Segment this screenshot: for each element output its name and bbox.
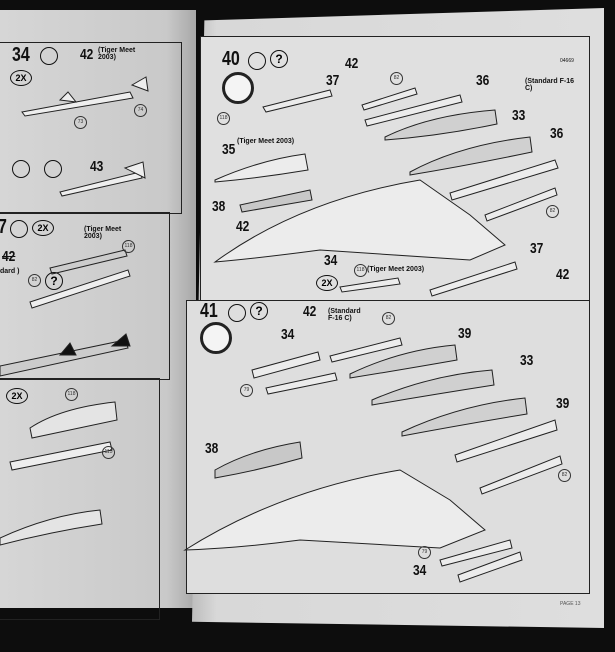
callout: 34 <box>324 252 338 269</box>
help-icon: ? <box>250 302 268 320</box>
help-icon: ? <box>45 272 63 290</box>
part-number: 74 <box>134 104 147 117</box>
part-number: 82 <box>546 205 559 218</box>
callout: 35 <box>222 141 236 158</box>
callout: 39 <box>458 325 472 342</box>
part-number: 82 <box>28 274 41 287</box>
part-number: 79 <box>418 546 431 559</box>
callout: 38 <box>205 440 219 457</box>
glue-icon <box>10 220 28 238</box>
callout: 33 <box>512 107 526 124</box>
glue-icon <box>248 52 266 70</box>
part-number: 118 <box>65 388 78 401</box>
multiplier-badge: 2X <box>316 275 338 291</box>
arrow-target: 42 <box>303 303 317 320</box>
part-number: 79 <box>240 384 253 397</box>
standard-note: (Standard F-16 C) <box>525 78 575 92</box>
help-icon: ? <box>270 50 288 68</box>
part-number: 82 <box>382 312 395 325</box>
step-34-panel <box>0 42 182 214</box>
part-number: 118 <box>354 264 367 277</box>
decal-icon <box>12 160 30 178</box>
step-number: 7 <box>0 216 7 239</box>
drying-time-clock-icon <box>222 72 254 104</box>
step-next-panel <box>0 378 160 620</box>
part-number: 118 <box>217 112 230 125</box>
part-number: 118 <box>122 240 135 253</box>
paint-icon <box>44 160 62 178</box>
callout: 34 <box>413 562 427 579</box>
target: 42 <box>2 248 16 265</box>
step-number: 34 <box>12 44 30 66</box>
drying-time-clock-icon <box>200 322 232 354</box>
multiplier-badge: 2X <box>6 388 28 404</box>
tiger-meet-note: (Tiger Meet 2003) <box>367 266 425 273</box>
step-37-panel <box>0 212 170 380</box>
standard-note: (Standard F-16 C) <box>328 308 361 322</box>
step-41-number: 41 <box>200 300 218 322</box>
callout: 36 <box>550 125 564 142</box>
step-40-number: 40 <box>222 48 240 70</box>
callout: 37 <box>530 240 544 257</box>
arrow-target: 42 <box>345 55 359 72</box>
sheet-code: 04669 <box>560 58 574 64</box>
arrow-target: 42 <box>236 218 250 235</box>
part-number: 82 <box>390 72 403 85</box>
callout: 33 <box>520 352 534 369</box>
multiplier-badge: 2X <box>32 220 54 236</box>
alt-target: 43 <box>90 158 104 175</box>
tiger-meet-note: (Tiger Meet 2003) <box>84 226 122 240</box>
part-number: 82 <box>558 469 571 482</box>
part-number: 115 <box>102 446 115 459</box>
part-number: 73 <box>74 116 87 129</box>
arrow-target: 42 <box>80 46 94 63</box>
callout: 34 <box>281 326 295 343</box>
callout: 36 <box>476 72 490 89</box>
multiplier-badge: 2X <box>10 70 32 86</box>
arrow-target: 42 <box>556 266 570 283</box>
glue-icon <box>228 304 246 322</box>
tiger-meet-note: (Tiger Meet 2003) <box>237 138 295 145</box>
callout: 39 <box>556 395 570 412</box>
missile-drawings-left <box>0 76 149 546</box>
page-label: PAGE 13 <box>560 601 581 607</box>
callout: 38 <box>212 198 226 215</box>
tiger-meet-note: (Tiger Meet 2003) <box>98 47 136 61</box>
callout: 37 <box>326 72 340 89</box>
left-page: 34 42 (Tiger Meet 2003) 2X 73 74 43 7 2X… <box>0 10 196 620</box>
glue-icon <box>40 47 58 65</box>
standard-note-partial: dard ) <box>0 268 20 275</box>
